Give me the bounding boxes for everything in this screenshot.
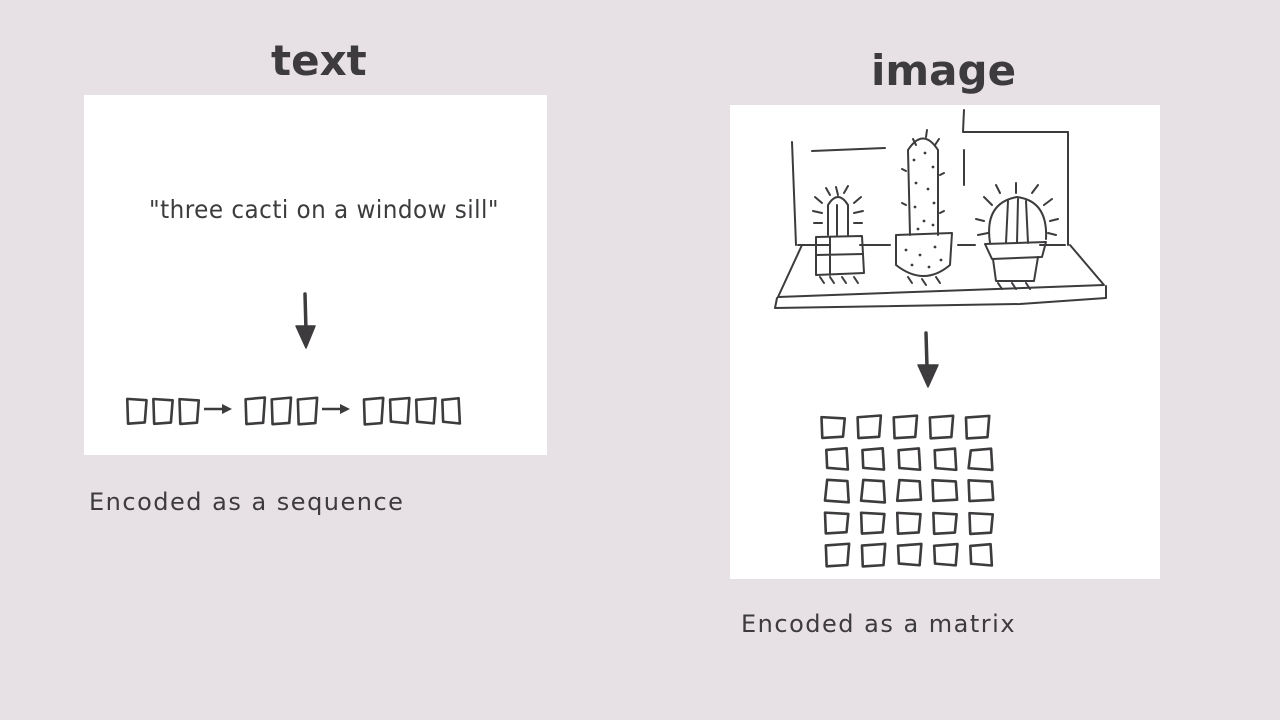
token-square <box>932 511 958 536</box>
image-title: image <box>871 46 1017 95</box>
token-square <box>967 447 994 472</box>
quote-text: "three cacti on a window sill" <box>149 195 499 224</box>
window-sill-icon <box>774 244 1107 309</box>
token-square <box>125 397 148 425</box>
cacti-sketch <box>774 109 1107 568</box>
token-square <box>178 397 201 426</box>
matrix-caption: Encoded as a matrix <box>741 610 1017 638</box>
token-square <box>825 446 850 471</box>
down-arrow-icon <box>917 331 939 388</box>
token-square <box>388 396 411 425</box>
token-square <box>895 478 923 503</box>
arrow-right-icon <box>322 404 350 414</box>
token-square <box>896 542 923 567</box>
token-square <box>933 447 958 472</box>
token-square <box>968 511 995 536</box>
image-panel <box>730 105 1160 579</box>
token-square <box>856 414 883 440</box>
token-square <box>964 414 991 440</box>
token-matrix <box>820 414 995 568</box>
token-square <box>441 396 462 425</box>
token-square <box>895 511 922 535</box>
token-square <box>824 542 851 568</box>
token-square <box>932 542 959 567</box>
token-square <box>823 478 851 504</box>
small-cactus-icon <box>812 185 865 284</box>
token-square <box>928 414 955 440</box>
token-square <box>931 478 959 503</box>
token-square <box>270 396 293 426</box>
window-frame-icon <box>791 109 1069 246</box>
token-square <box>859 478 887 504</box>
token-square <box>892 414 919 440</box>
down-arrow-icon <box>295 292 316 349</box>
token-square <box>414 396 437 425</box>
text-sketch: "three cacti on a window sill" <box>125 195 499 426</box>
arrow-right-icon <box>204 404 232 414</box>
token-square <box>861 447 886 471</box>
token-square <box>152 397 174 426</box>
token-square <box>244 396 267 426</box>
token-square <box>860 542 887 568</box>
token-square <box>362 396 385 426</box>
token-square <box>820 415 847 440</box>
round-cactus-icon <box>975 182 1059 290</box>
sequence-caption: Encoded as a sequence <box>89 488 405 516</box>
text-title: text <box>271 36 367 85</box>
token-square <box>967 478 995 503</box>
token-square <box>296 396 319 426</box>
text-panel: "three cacti on a window sill" <box>84 95 547 455</box>
tall-cactus-icon <box>895 129 953 286</box>
token-square <box>823 511 850 535</box>
token-sequence <box>125 396 462 426</box>
token-square <box>859 511 886 535</box>
token-square <box>969 542 994 567</box>
token-square <box>897 447 922 472</box>
